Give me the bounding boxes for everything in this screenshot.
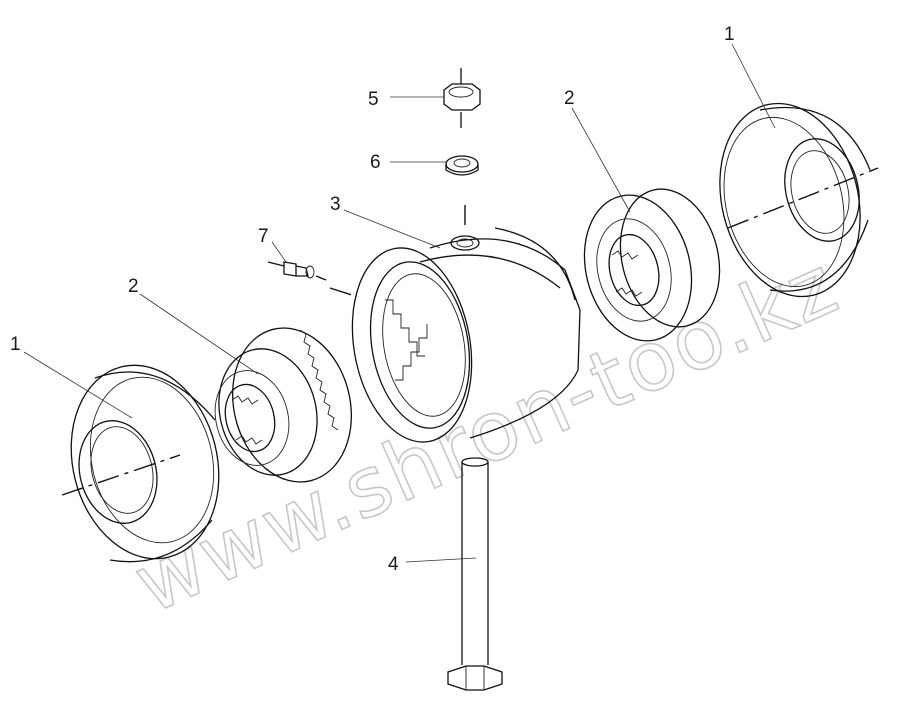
callout-bolt: 4 [388,554,399,575]
lock-washer [445,155,479,176]
axis-right [727,167,879,229]
callout-thrust-washer-left: 1 [10,334,21,355]
axis-left [61,454,181,496]
callout-lock-washer: 6 [370,152,381,173]
callout-grease-fitting: 7 [258,226,269,247]
side-gear-right [583,188,721,342]
grease-fitting [267,261,327,281]
side-gear-left [214,327,353,483]
callout-side-gear-left: 2 [128,276,139,297]
callout-coupling-housing: 3 [330,194,341,215]
thrust-washer-left [70,364,220,563]
axis-housing-left [329,287,353,296]
nut [443,68,481,128]
callout-nut: 5 [368,89,379,110]
thrust-washer-right [719,102,871,298]
bolt [447,457,503,691]
coupling-housing [351,227,581,443]
callout-side-gear-right: 2 [564,88,575,109]
callout-labels: 1 1 2 2 3 4 5 6 7 [10,24,735,575]
callout-thrust-washer-right: 1 [724,24,735,45]
leader-lines [23,43,776,563]
